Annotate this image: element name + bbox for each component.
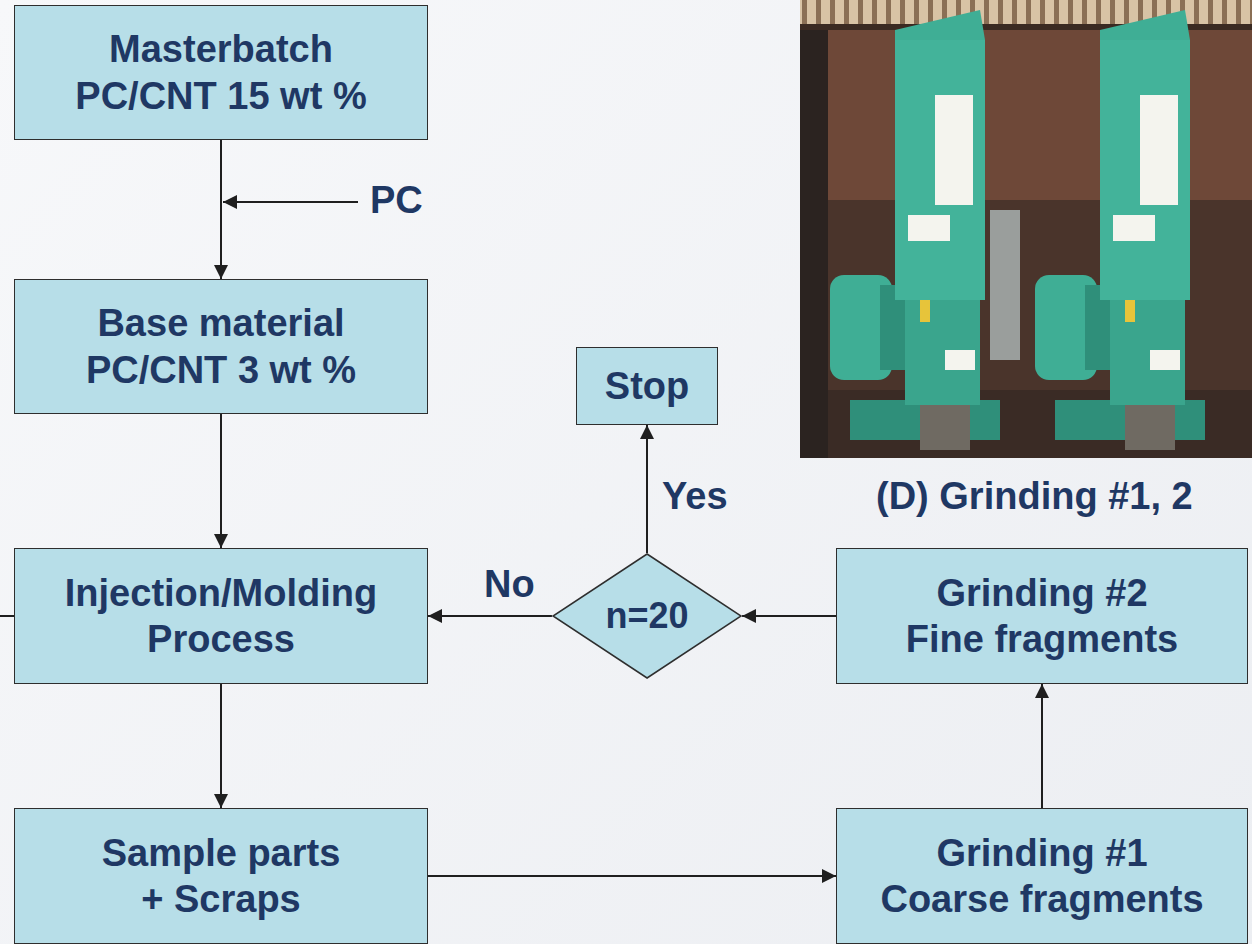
material-box: Base material PC/CNT 3 wt % [14,279,428,414]
process-box: Injection/Molding Process [14,548,428,684]
machine-label [1150,350,1180,370]
machine-hopper [895,40,985,300]
node-text: Grinding #1 Coarse fragments [874,830,1211,923]
node-text: Stop [605,363,689,409]
photo-post [800,30,828,458]
photo-cabinet [990,210,1020,360]
flow-arrow [220,140,222,279]
diamond-shape [553,554,741,678]
material-label: PC [370,178,423,224]
node-text: Sample parts + Scraps [94,830,349,923]
node-text: Masterbatch PC/CNT 15 wt % [54,26,389,119]
machine-label [935,95,973,205]
terminal-box: Stop [576,347,718,425]
decision-diamond: n=20 [552,553,742,679]
machine-bin [1125,405,1175,450]
flow-arrow [428,615,552,617]
flow-arrow [220,684,222,808]
flow-arrow [1041,684,1043,808]
node-text: n=20 [605,594,688,638]
loop-line-stub [0,615,14,617]
machine-body [1110,300,1185,405]
photo-ground [800,0,1252,458]
machine-switch [1125,300,1135,322]
machine-bin [920,405,970,450]
machine-lid [1100,10,1190,40]
grinder-machine [830,10,1000,450]
material-box: Masterbatch PC/CNT 15 wt % [14,5,428,140]
process-box: Grinding #2 Fine fragments [836,548,1248,684]
process-box: Sample parts + Scraps [14,808,428,944]
flow-arrow [646,425,648,553]
flow-arrow [428,875,836,877]
machine-label [908,215,950,241]
machine-label [945,350,975,370]
machine-lid [895,10,985,40]
node-text: Injection/Molding Process [41,570,401,663]
machine-label [1140,95,1178,205]
grinder-machine [1035,10,1205,450]
flow-arrow [742,615,836,617]
machine-body [905,300,980,405]
machine-label [1113,215,1155,241]
machine-switch [920,300,930,322]
node-text: Grinding #2 Fine fragments [899,570,1185,663]
process-box: Grinding #1 Coarse fragments [836,808,1248,944]
machine-hopper [1100,40,1190,300]
node-text: Base material PC/CNT 3 wt % [54,300,389,393]
flow-arrow [220,414,222,548]
feed-arrow [223,201,358,203]
photo-caption: (D) Grinding #1, 2 [876,474,1193,520]
edge-label: No [484,562,535,608]
edge-label: Yes [662,474,728,520]
